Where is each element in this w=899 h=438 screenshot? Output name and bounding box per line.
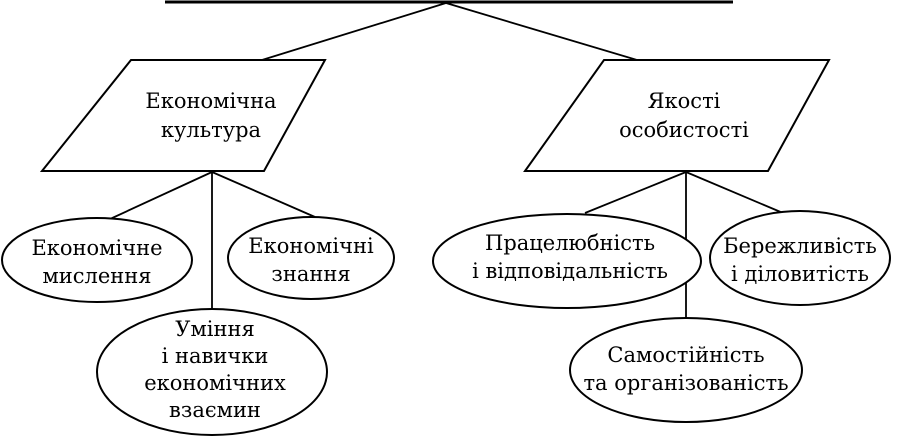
connector-root-to-personal-qualities	[445, 2, 638, 61]
skills-line-4: взаємин	[169, 398, 261, 422]
connector-culture-to-knowledge	[211, 171, 316, 218]
independence-line-1: Самостійність	[607, 343, 764, 367]
independence-line-2: та організованість	[583, 371, 788, 395]
node-independence: Самостійність та організованість	[569, 317, 803, 423]
skills-line-1: Уміння	[175, 317, 254, 341]
economic-thinking-line-1: Економічне	[31, 236, 162, 260]
connector-root-to-economic-culture	[261, 2, 447, 61]
economic-culture-line-2: культура	[161, 118, 261, 142]
personal-qualities-line-2: особистості	[619, 118, 749, 142]
skills-shape	[96, 308, 328, 436]
node-economic-culture: Економічна культура	[39, 59, 327, 172]
economic-culture-shape	[39, 59, 327, 172]
economic-culture-line-1: Економічна	[145, 89, 276, 113]
diligence-line-2: і відповідальність	[472, 259, 668, 283]
skills-line-3: економічних	[144, 371, 286, 395]
connector-culture-to-thinking	[96, 171, 213, 226]
economic-knowledge-shape	[227, 216, 395, 300]
node-personal-qualities: Якості особистості	[523, 59, 831, 172]
economic-knowledge-line-2: знання	[271, 262, 350, 286]
thrift-shape	[709, 210, 891, 306]
node-thrift: Бережливість і діловитість	[709, 210, 891, 306]
economic-knowledge-line-1: Економічні	[248, 234, 374, 258]
thrift-line-1: Бережливість	[723, 234, 877, 258]
node-economic-knowledge: Економічні знання	[227, 216, 395, 300]
node-economic-thinking: Економічне мислення	[1, 217, 193, 303]
node-skills: Уміння і навички економічних взаємин	[96, 308, 328, 436]
diligence-shape	[432, 213, 702, 309]
thrift-line-2: і діловитість	[731, 262, 869, 286]
connector-qualities-to-thrift	[685, 171, 784, 214]
diligence-line-1: Працелюбність	[485, 231, 655, 255]
independence-shape	[569, 317, 803, 423]
economic-thinking-shape	[1, 217, 193, 303]
personal-qualities-shape	[523, 59, 831, 172]
connector-qualities-to-diligence	[584, 171, 687, 214]
personal-qualities-line-1: Якості	[648, 89, 721, 113]
node-diligence: Працелюбність і відповідальність	[432, 213, 702, 309]
economic-thinking-line-2: мислення	[42, 264, 151, 288]
skills-line-2: і навички	[162, 344, 269, 368]
